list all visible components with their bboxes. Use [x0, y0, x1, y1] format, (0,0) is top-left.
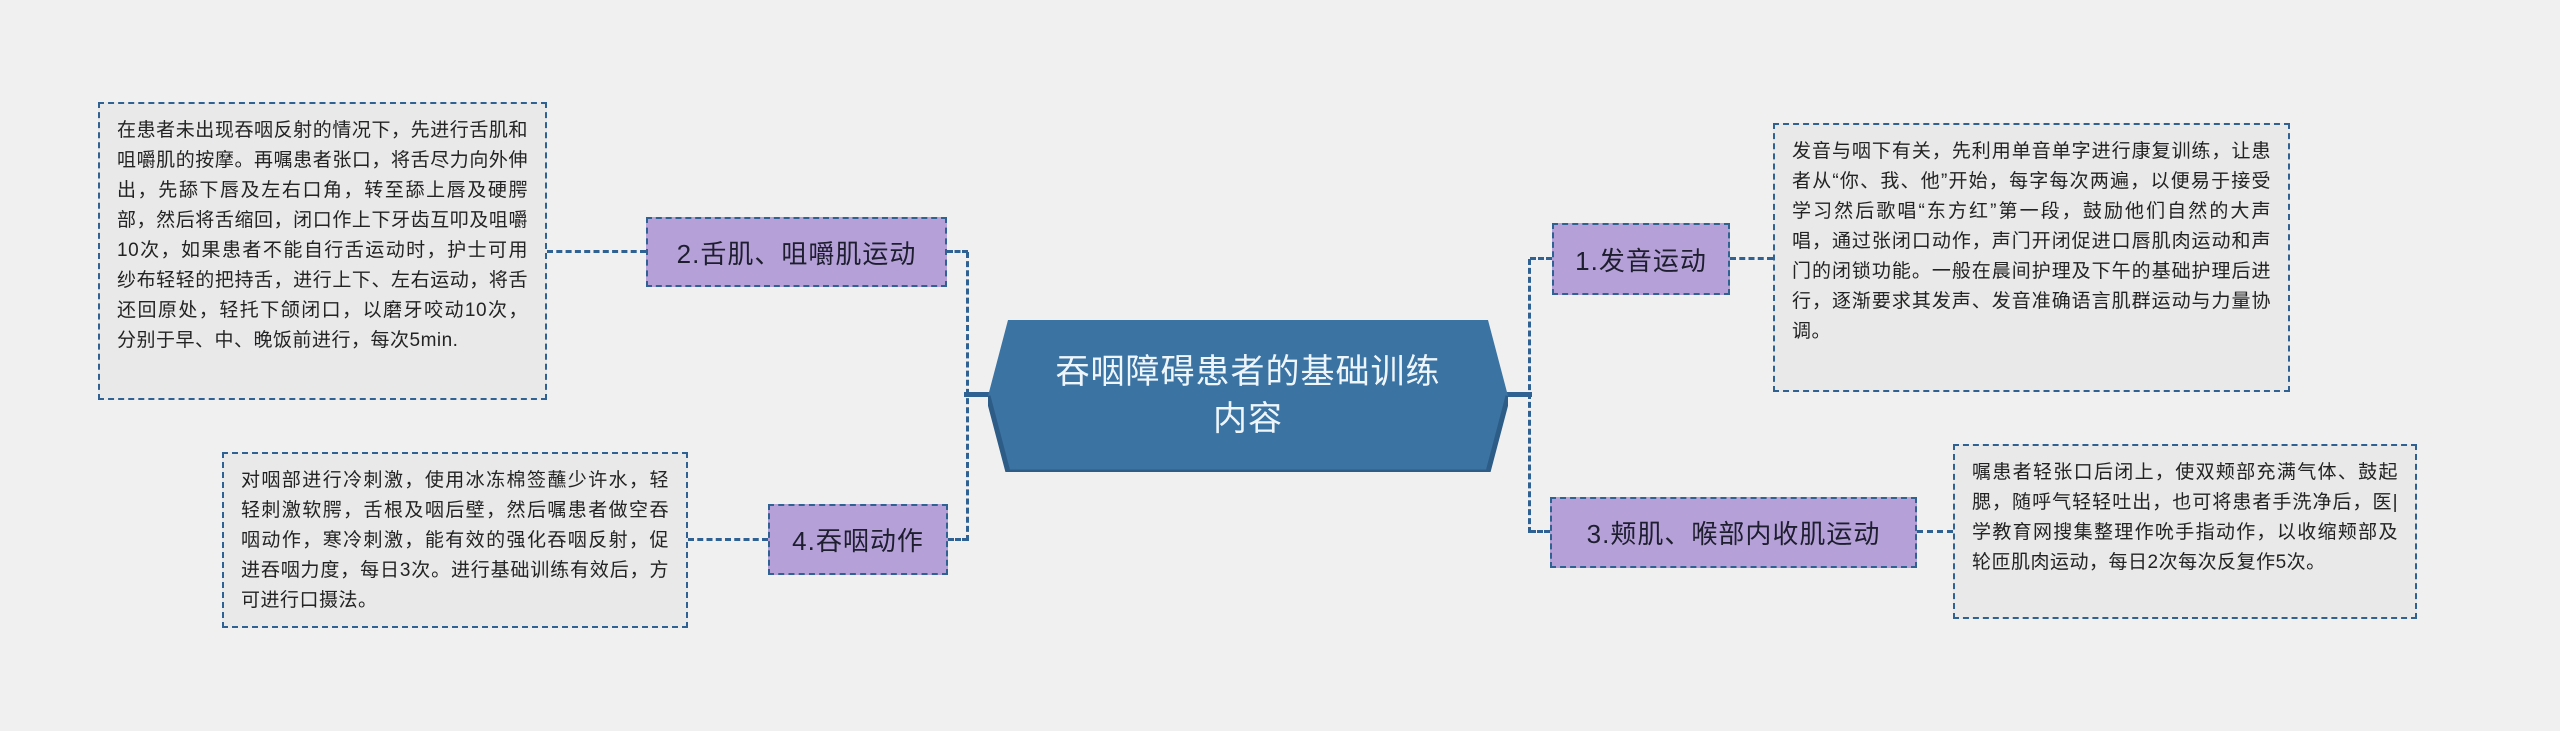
connector-trunk-to-label3: [1530, 530, 1550, 533]
connector-stub-right: [1506, 392, 1532, 397]
connector-label2-to-trunk: [947, 250, 968, 253]
central-topic-title: 吞咽障碍患者的基础训练内容: [1055, 353, 1441, 438]
hexagon-shape: [988, 320, 1508, 472]
branch-node-tongue-chewing-muscle: 2.舌肌、咀嚼肌运动: [646, 217, 947, 287]
detail-box-tongue-chewing-muscle: 在患者未出现吞咽反射的情况下，先进行舌肌和咀嚼肌的按摩。再嘱患者张口，将舌尽力向…: [98, 102, 547, 400]
connector-label3-to-detail3: [1917, 530, 1953, 533]
detail-box-cheek-larynx-muscle: 嘱患者轻张口后闭上，使双颊部充满气体、鼓起腮，随呼气轻轻吐出，也可将患者手洗净后…: [1953, 444, 2417, 619]
central-topic-node: 吞咽障碍患者的基础训练内容: [988, 320, 1508, 472]
connector-stub-left: [964, 392, 990, 397]
branch-node-swallowing-action: 4.吞咽动作: [768, 504, 948, 575]
detail-box-pronunciation: 发音与咽下有关，先利用单音单字进行康复训练，让患者从“你、我、他”开始，每字每次…: [1773, 123, 2290, 392]
connector-label1-to-detail1: [1730, 257, 1773, 260]
branch-node-pronunciation: 1.发音运动: [1552, 223, 1730, 295]
connector-detail4-to-label4: [688, 538, 768, 541]
connector-trunk-to-label1: [1530, 257, 1552, 260]
connector-detail2-to-label2: [547, 250, 646, 253]
detail-box-swallowing-action: 对咽部进行冷刺激，使用冰冻棉签蘸少许水，轻轻刺激软腭，舌根及咽后壁，然后嘱患者做…: [222, 452, 688, 628]
branch-node-cheek-larynx-muscle: 3.颊肌、喉部内收肌运动: [1550, 497, 1917, 568]
connector-label4-to-trunk: [948, 538, 968, 541]
